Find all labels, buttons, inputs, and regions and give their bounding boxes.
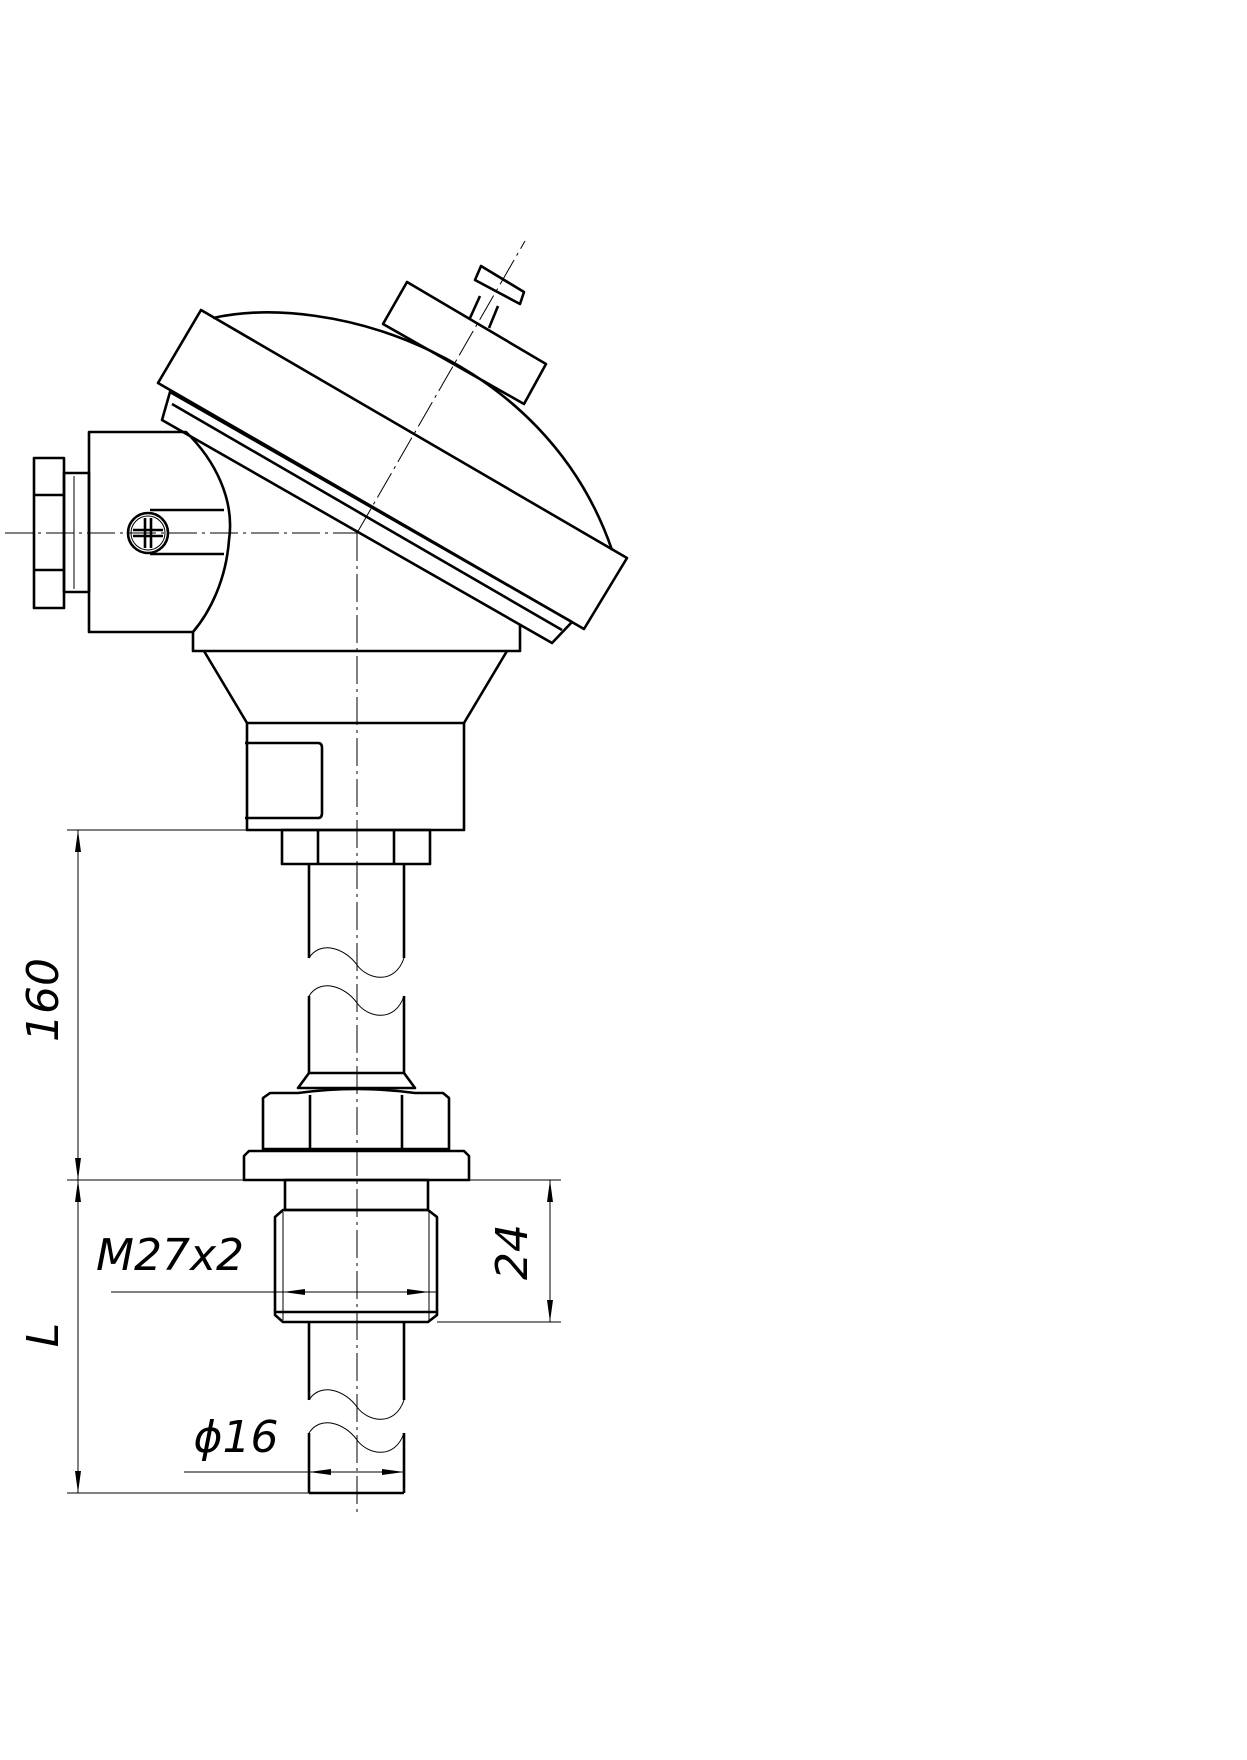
neck-hex: [280, 828, 432, 866]
head-lid: [156, 264, 629, 645]
dimension-24: 24: [487, 1224, 538, 1280]
fitting-nut: [261, 1087, 451, 1151]
lid-cap: [381, 280, 548, 406]
screw-slot: [150, 508, 224, 556]
head-base: [191, 624, 522, 653]
dimension-160: 160: [18, 958, 69, 1042]
thread-body: [273, 1208, 439, 1324]
dimensions: 160 L 24 M27x2 ϕ16: [18, 829, 561, 1494]
screw-cross-icon: [133, 518, 163, 548]
neck-recess: [245, 741, 324, 820]
dimension-diameter: ϕ16: [193, 1412, 278, 1463]
head-housing: [87, 430, 522, 866]
lid-pin-head: [473, 264, 526, 306]
lid-pin-shaft: [468, 295, 500, 329]
lower-sheath: [307, 1322, 406, 1495]
dimension-l: L: [18, 1323, 69, 1348]
center-lines: [5, 240, 526, 1512]
break-line: [308, 947, 405, 978]
head-cone: [202, 650, 509, 724]
side-box: [87, 430, 232, 634]
break-line: [308, 1389, 405, 1420]
upper-sheath: [296, 864, 417, 1090]
lid-ring: [156, 308, 629, 631]
head-neck-block: [245, 721, 466, 832]
lid-gasket: [160, 390, 574, 645]
dimension-thread: M27x2: [96, 1230, 244, 1281]
lid-axis: [356, 240, 526, 534]
screw-head: [126, 511, 170, 555]
break-line: [308, 985, 405, 1016]
break-line: [308, 1422, 405, 1453]
